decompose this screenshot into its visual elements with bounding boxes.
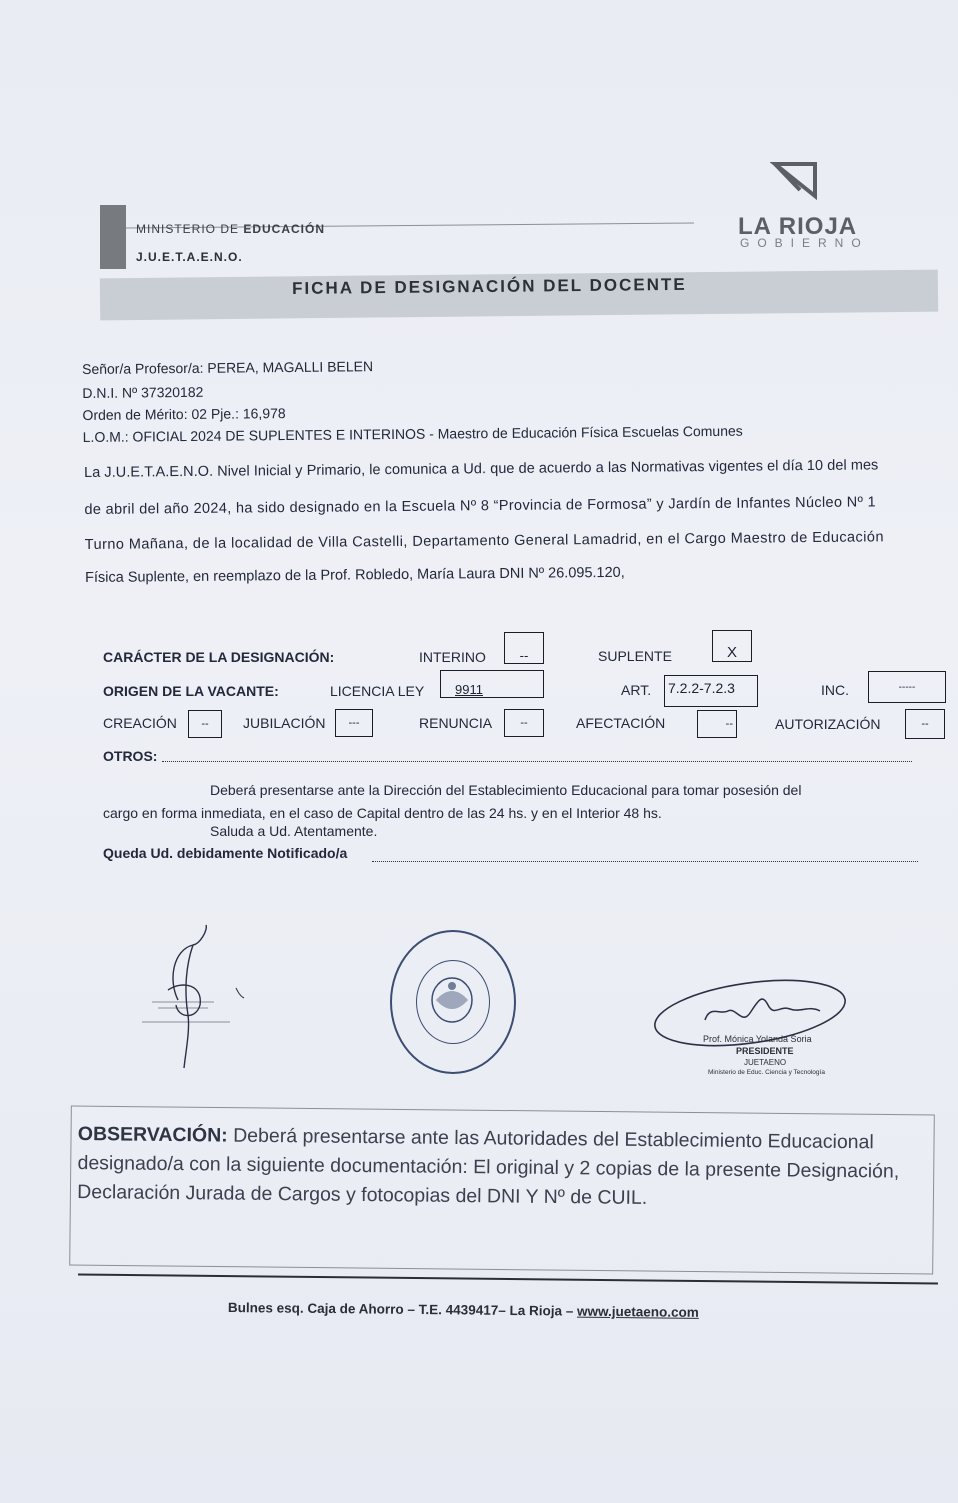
ministerio-label: MINISTERIO DE EDUCACIÓN	[136, 222, 326, 236]
document-title: FICHA DE DESIGNACIÓN DEL DOCENTE	[292, 274, 687, 298]
otros-label: OTROS:	[103, 748, 158, 764]
inc-label: INC.	[821, 682, 849, 698]
instruccion-line-1: Deberá presentarse ante la Dirección del…	[210, 782, 802, 798]
dni-line: D.N.I. Nº 37320182	[82, 383, 204, 401]
logo-text-la-rioja: LA RIOJA	[738, 213, 858, 240]
renuncia-label: RENUNCIA	[419, 715, 493, 731]
profesor-line: Señor/a Profesor/a: PEREA, MAGALLI BELEN	[81, 358, 374, 377]
observacion-text: OBSERVACIÓN: Deberá presentarse ante las…	[77, 1120, 930, 1216]
jubilacion-box: ---	[335, 709, 373, 737]
interino-label: INTERINO	[419, 649, 486, 665]
escudo-icon	[431, 977, 473, 1023]
firma-organismo: JUETAENO	[744, 1058, 787, 1067]
interino-box: --	[504, 632, 544, 664]
firma-nombre: Prof. Mónica Yolanda Soria	[703, 1034, 812, 1044]
cuerpo-line-1: La J.U.E.T.A.E.N.O. Nivel Inicial y Prim…	[84, 457, 879, 481]
footer-web-link[interactable]: www.juetaeno.com	[576, 1303, 699, 1320]
afectacion-box: --	[697, 710, 737, 738]
suplente-label: SUPLENTE	[598, 648, 672, 664]
firma-cargo: PRESIDENTE	[736, 1046, 794, 1056]
footer-address: Bulnes esq. Caja de Ahorro – T.E. 443941…	[227, 1300, 699, 1320]
renuncia-box: --	[504, 709, 544, 737]
lom-line: L.O.M.: OFICIAL 2024 DE SUPLENTES E INTE…	[82, 422, 743, 445]
art-box: 7.2.2-7.2.3	[664, 675, 758, 707]
caracter-label: CARÁCTER DE LA DESIGNACIÓN:	[103, 649, 335, 665]
sello-juetaeno-stamp	[390, 930, 516, 1074]
saludo-line: Saluda a Ud. Atentamente.	[210, 823, 378, 839]
notificado-label: Queda Ud. debidamente Notificado/a	[103, 845, 348, 861]
inc-box: -----	[868, 671, 946, 703]
creacion-box: --	[188, 710, 222, 738]
otros-dotted-line	[162, 760, 912, 762]
firma-derecha-signature	[654, 979, 846, 1047]
notificado-dotted-line	[372, 860, 918, 862]
origen-label: ORIGEN DE LA VACANTE:	[103, 683, 279, 699]
cuerpo-line-2: de abril del año 2024, ha sido designado…	[84, 494, 877, 518]
creacion-label: CREACIÓN	[103, 715, 177, 731]
cuerpo-line-3: Turno Mañana, de la localidad de Villa C…	[84, 529, 885, 553]
art-label: ART.	[621, 682, 652, 698]
observacion-label: OBSERVACIÓN:	[77, 1122, 228, 1147]
instruccion-line-2: cargo en forma inmediata, en el caso de …	[103, 805, 662, 821]
organismo-label: J.U.E.T.A.E.N.O.	[136, 250, 243, 264]
logo-text-gobierno: GOBIERNO	[740, 236, 869, 250]
licencia-label: LICENCIA LEY	[330, 683, 425, 699]
footer-rule	[78, 1273, 938, 1285]
firma-ministerio: Ministerio de Educ. Ciencia y Tecnología	[708, 1069, 825, 1076]
orden-merito-line: Orden de Mérito: 02 Pje.: 16,978	[82, 405, 286, 423]
suplente-box: X	[712, 630, 752, 662]
sello-inner-ring	[416, 960, 490, 1044]
la-rioja-logo-icon	[770, 162, 817, 200]
header-bar	[100, 205, 126, 269]
firma-izquierda-signature	[142, 924, 245, 1069]
autorizacion-label: AUTORIZACIÓN	[775, 716, 881, 732]
licencia-box: 9911	[440, 670, 544, 698]
cuerpo-line-4: Física Suplente, en reemplazo de la Prof…	[85, 564, 625, 586]
jubilacion-label: JUBILACIÓN	[243, 715, 326, 731]
autorizacion-box: --	[905, 709, 945, 739]
afectacion-label: AFECTACIÓN	[576, 715, 666, 731]
